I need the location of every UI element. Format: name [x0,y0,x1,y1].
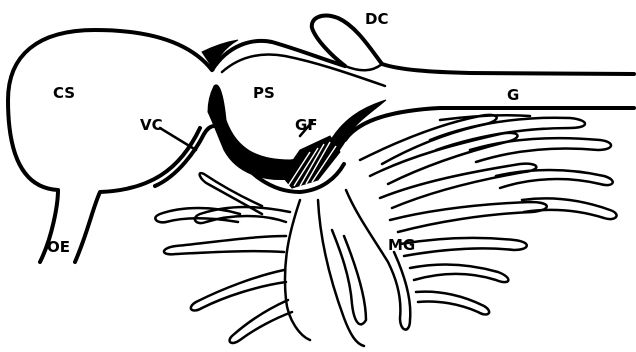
label-oesophagus: OE [47,240,70,255]
label-midgut-gland: MG [388,238,415,253]
label-ventral-channel: VC [140,118,163,133]
gut-upper-wall [382,64,634,74]
label-dorsal-caecum: DC [365,12,388,27]
cardiac-stomach-outline [8,30,212,262]
label-gastric-filter: GF [295,118,318,133]
dorsal-caecum-inner [345,64,382,70]
label-cardiac-stomach: CS [53,86,75,101]
cardiac-stomach-lower-wall [75,128,200,262]
label-gut: G [507,88,519,103]
label-pyloric-stomach: PS [253,86,275,101]
vc-pointer-line [160,128,196,150]
